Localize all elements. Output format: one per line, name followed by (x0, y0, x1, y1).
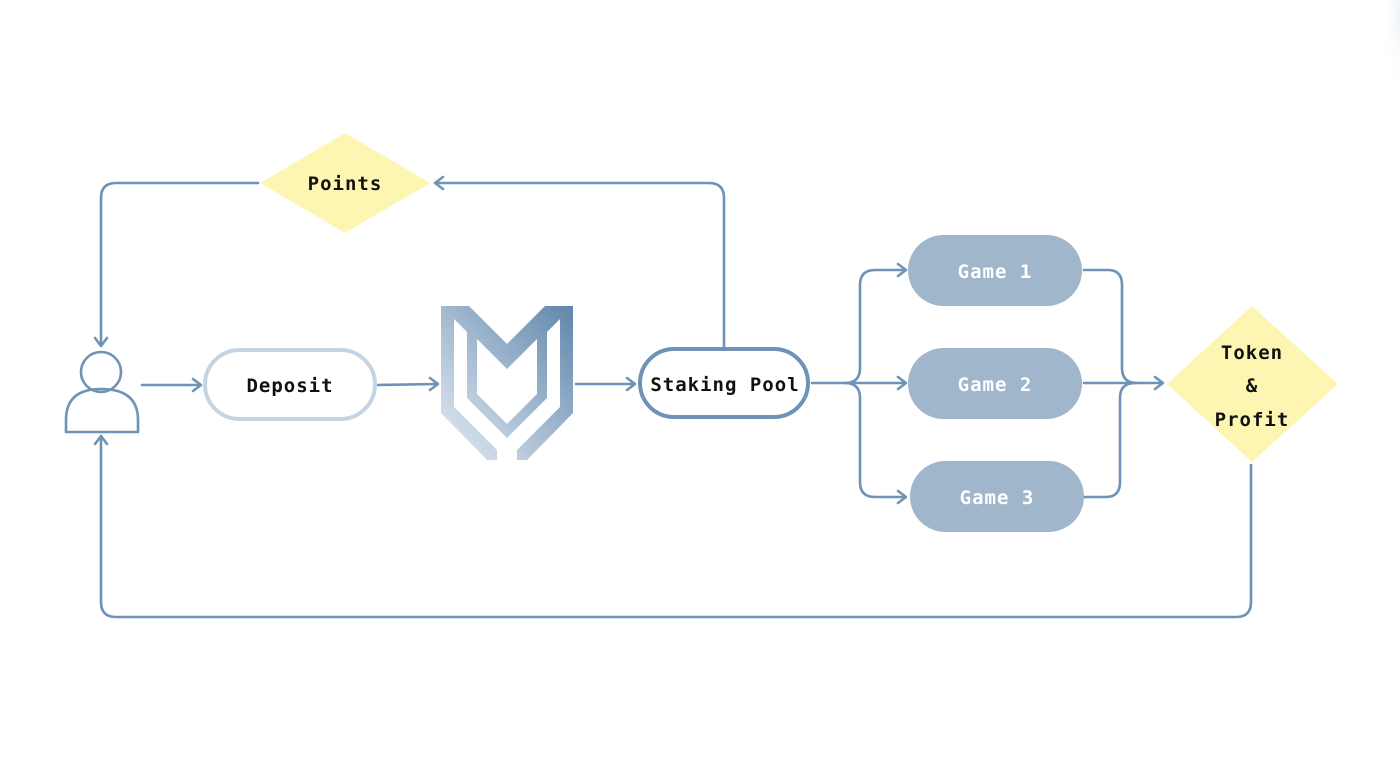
arrowhead-user-top (93, 336, 109, 348)
edge-points-user (99, 181, 260, 347)
game-3-pill (910, 461, 1084, 532)
token-profit-label-line1: Token (1221, 342, 1283, 364)
deposit-node[interactable]: Deposit (203, 348, 377, 421)
game-1-node[interactable]: Game 1 (908, 235, 1082, 306)
arrowhead-deposit (191, 377, 203, 393)
arrowhead-game1 (896, 262, 908, 278)
game-2-label: Game 2 (958, 374, 1033, 396)
user-node[interactable] (64, 350, 140, 434)
arrowhead-points (433, 175, 445, 191)
arrowhead-user-bottom (93, 434, 109, 446)
token-profit-label-line2: & (1246, 375, 1258, 397)
staking-pool-pill (638, 347, 810, 419)
game-1-pill (908, 235, 1082, 306)
edge-staking-points (434, 181, 726, 350)
arrowhead-game3 (896, 489, 908, 505)
game-1-label: Game 1 (958, 261, 1033, 283)
edge-fork-game3 (843, 381, 906, 499)
game-2-node[interactable]: Game 2 (908, 348, 1082, 419)
token-profit-label-line3: Profit (1215, 409, 1290, 431)
points-label: Points (308, 173, 383, 195)
token-profit-node[interactable]: Token & Profit (1167, 306, 1338, 462)
edge-shading (1370, 0, 1400, 140)
user-icon (64, 350, 140, 434)
arrowhead-token (1153, 375, 1165, 391)
token-profit-diamond (1167, 306, 1338, 462)
points-diamond (260, 133, 430, 233)
game-3-node[interactable]: Game 3 (910, 461, 1084, 532)
staking-pool-node[interactable]: Staking Pool (638, 347, 810, 419)
edges (93, 175, 1253, 619)
arrowhead-staking (625, 376, 637, 392)
edge-fork-game1 (843, 268, 906, 385)
game-2-pill (908, 348, 1082, 419)
staking-pool-label: Staking Pool (650, 374, 799, 396)
edge-game1-merge (1082, 268, 1139, 385)
edge-token-user (99, 435, 1253, 619)
edge-deposit-logo (376, 382, 439, 387)
shield-logo-icon (441, 306, 573, 460)
game-3-label: Game 3 (960, 487, 1035, 509)
edge-game3-merge (1082, 381, 1137, 499)
arrowhead-game2 (896, 375, 908, 391)
arrowhead-logo (428, 376, 440, 392)
deposit-label: Deposit (246, 375, 333, 397)
points-node[interactable]: Points (260, 133, 430, 233)
deposit-pill (203, 348, 377, 421)
